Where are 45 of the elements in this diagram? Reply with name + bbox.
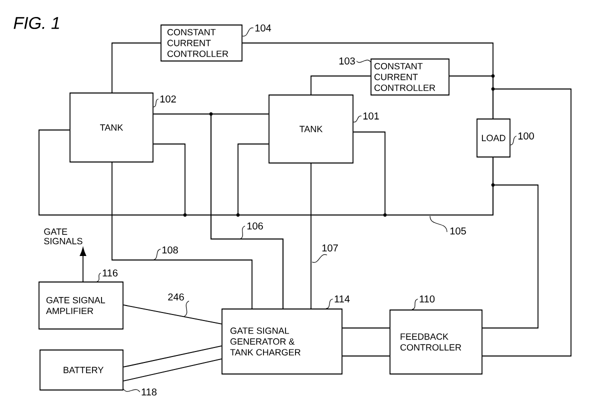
block-box: BATTERY [40,350,124,390]
block-box: TANK [70,92,154,162]
leader-line [326,298,334,309]
figure-title: FIG. 1 [14,16,59,30]
block-box: TANK [268,94,354,164]
arrow [80,248,86,282]
connector-line [310,163,312,309]
reference-numeral: 110 [420,295,435,303]
reference-numeral: 100 [518,132,534,140]
edge-label: 246 [166,292,186,302]
connector-line [112,162,252,309]
edge-label: 106 [246,221,264,231]
reference-numeral: 101 [363,112,379,120]
block-box: GATE SIGNAL AMPLIFIER [38,282,124,330]
leader-line [356,60,371,63]
connector-line [210,114,284,309]
leader-line [412,298,418,310]
reference-numeral: 103 [339,57,355,65]
reference-numeral: 116 [102,269,118,277]
reference-numeral: 114 [334,296,350,302]
reference-numeral: 104 [255,24,272,32]
signal-label: GATE SIGNALS [44,228,82,244]
block-box: LOAD [476,118,510,158]
connector-line [482,88,572,356]
connector-line [123,346,222,368]
leader-line [123,388,140,392]
connector-line [310,76,371,95]
leader-line [510,136,517,146]
connector-line [112,42,161,93]
block-box: CONSTANT CURRENT CONTROLLER [160,24,242,62]
connector-line [123,358,222,382]
leader-line [153,98,159,108]
connector-line [482,157,538,328]
block-box: FEEDBACK CONTROLLER [390,310,482,374]
connector-line [123,304,222,324]
leader-line [96,272,102,282]
reference-numeral: 118 [142,388,157,396]
block-box: GATE SIGNAL GENERATOR & TANK CHARGER [222,308,342,374]
reference-numeral: 102 [160,95,176,103]
edge-label: 108 [160,245,180,255]
edge-label: 107 [320,243,340,253]
connector-line [353,132,494,216]
leader-line [353,116,362,122]
leader-line [242,28,254,36]
block-box: CONSTANT CURRENT CONTROLLER [370,58,450,96]
